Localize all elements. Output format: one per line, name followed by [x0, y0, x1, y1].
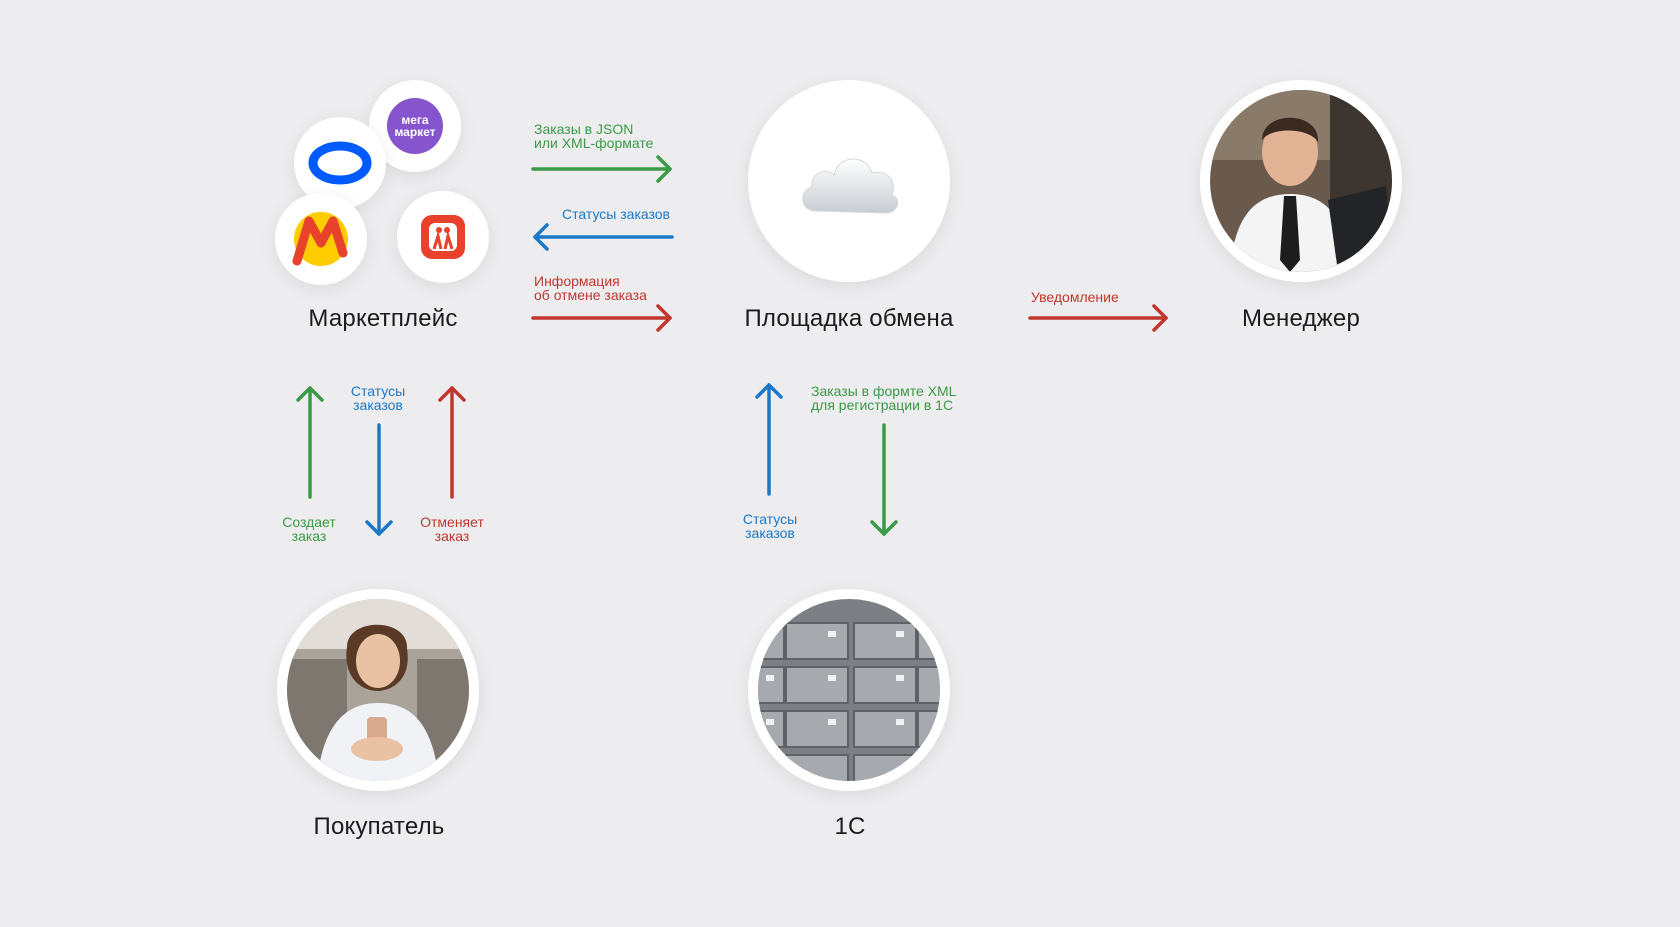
svg-text:маркет: маркет	[394, 125, 435, 139]
svg-text:мега: мега	[401, 113, 429, 127]
buyer-photo	[287, 599, 469, 781]
file-cabinet-photo	[758, 599, 940, 781]
edge-label-cancels-order: Отменяет заказ	[420, 514, 484, 544]
aliexpress-logo-icon	[421, 215, 465, 259]
arrow-statuses-to-marketplace	[533, 223, 674, 251]
exchange-platform-label: Площадка обмена	[744, 305, 954, 332]
edge-label-cancel-info: Информация об отмене заказа	[534, 273, 647, 303]
edge-label-statuses-left: Статусы заказов	[350, 383, 406, 413]
buyer-label: Покупатель	[313, 813, 445, 840]
edge-label-order-statuses: Статусы заказов	[562, 206, 670, 222]
marketplace-label: Маркетплейс	[308, 305, 458, 332]
aliexpress-logo	[397, 191, 489, 283]
edge-label-notification: Уведомление	[1031, 289, 1119, 305]
manager-photo-frame	[1200, 80, 1402, 282]
edge-label-orders-json-xml: Заказы в JSON или XML-формате	[534, 121, 654, 151]
yandex-market-logo	[275, 193, 367, 285]
edge-label-orders-xml-1c: Заказы в формте XML для регистрации в 1С	[811, 383, 957, 413]
arrow-statuses-from-1c-up	[755, 383, 783, 496]
arrow-cancel-to-exchange	[531, 304, 672, 332]
arrow-creates-order-up	[296, 386, 324, 499]
edge-label-statuses-1c: Статусы заказов	[742, 511, 798, 541]
arrow-orders-to-exchange	[531, 155, 672, 183]
arrow-orders-to-1c-down	[870, 423, 898, 536]
arrow-cancels-order-up	[438, 386, 466, 499]
onec-photo-frame	[748, 589, 950, 791]
exchange-platform-circle	[748, 80, 950, 282]
manager-label: Менеджер	[1241, 305, 1361, 332]
megamarket-logo-icon: мега маркет	[387, 98, 443, 154]
arrow-notification-to-manager	[1028, 304, 1168, 332]
yandex-market-logo-icon	[292, 212, 348, 266]
edge-label-creates-order: Создает заказ	[282, 514, 336, 544]
onec-label: 1С	[834, 813, 866, 840]
ozon-logo-icon	[308, 141, 372, 185]
buyer-photo-frame	[277, 589, 479, 791]
arrow-statuses-down	[365, 423, 393, 536]
cloud-icon	[802, 158, 899, 214]
